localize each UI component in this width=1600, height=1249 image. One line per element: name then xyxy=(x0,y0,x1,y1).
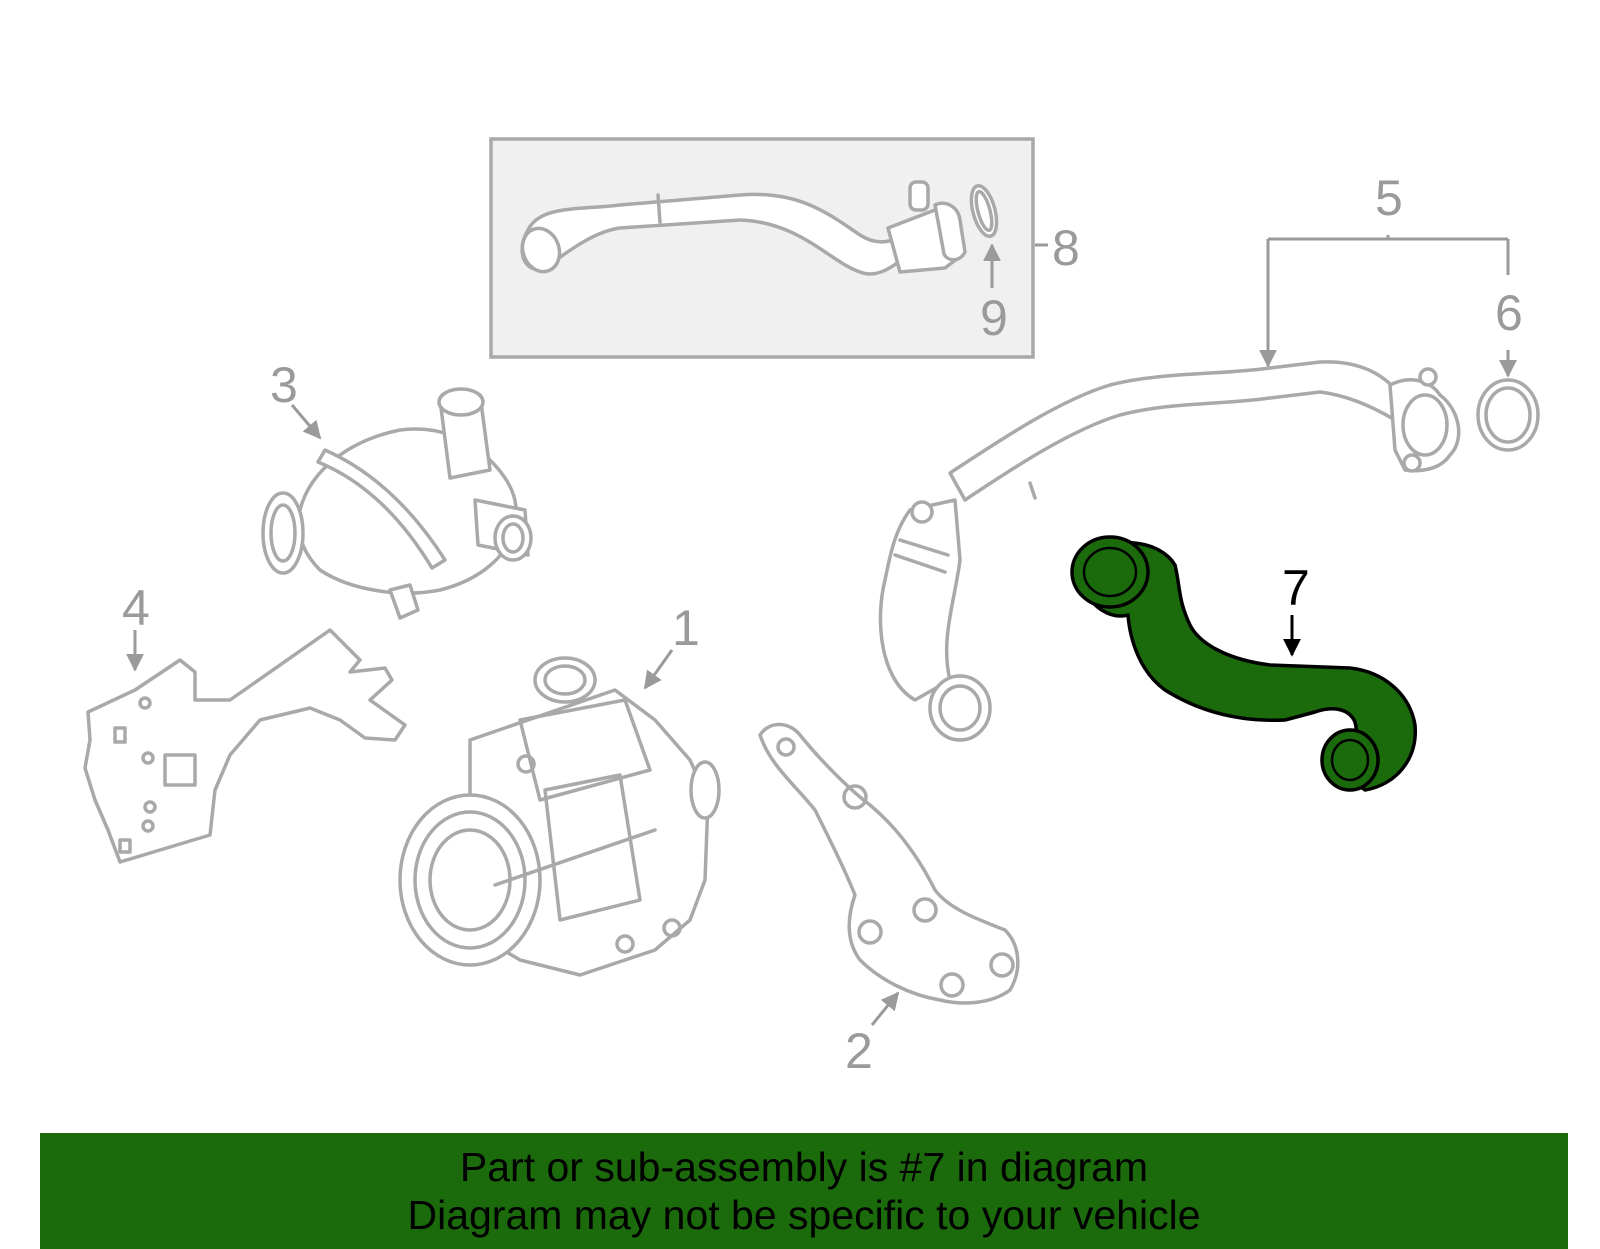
info-banner: Part or sub-assembly is #7 in diagram Di… xyxy=(40,1133,1568,1249)
leader-2 xyxy=(870,991,900,1026)
banner-line-disclaimer: Diagram may not be specific to your vehi… xyxy=(407,1192,1201,1238)
part-1-water-pump[interactable] xyxy=(398,656,721,977)
leader-3 xyxy=(290,404,322,440)
part-4-bracket[interactable] xyxy=(83,628,407,864)
leader-5-bracket xyxy=(1259,235,1517,378)
part-7-hose-highlighted[interactable] xyxy=(1070,535,1417,792)
callout-6: 6 xyxy=(1495,285,1523,341)
part-5-pipe[interactable] xyxy=(878,360,1461,742)
callout-4: 4 xyxy=(122,580,150,636)
part-6-gasket[interactable] xyxy=(1476,378,1540,452)
callout-8: 8 xyxy=(1052,220,1080,276)
part-2-bracket[interactable] xyxy=(758,722,1020,1005)
callout-9: 9 xyxy=(980,290,1008,346)
callout-1: 1 xyxy=(672,600,700,656)
callout-2: 2 xyxy=(845,1023,873,1079)
part-8-hose[interactable] xyxy=(517,180,967,277)
leader-1 xyxy=(643,649,674,690)
part-3-thermostat[interactable] xyxy=(261,387,533,620)
callout-5: 5 xyxy=(1375,170,1403,226)
parts-diagram: 1 2 3 4 5 6 7 8 9 xyxy=(83,137,1540,1079)
callout-7: 7 xyxy=(1282,560,1310,616)
banner-line-part-info: Part or sub-assembly is #7 in diagram xyxy=(459,1144,1149,1190)
part-9-oring[interactable] xyxy=(967,183,1002,239)
callout-3: 3 xyxy=(270,357,298,413)
